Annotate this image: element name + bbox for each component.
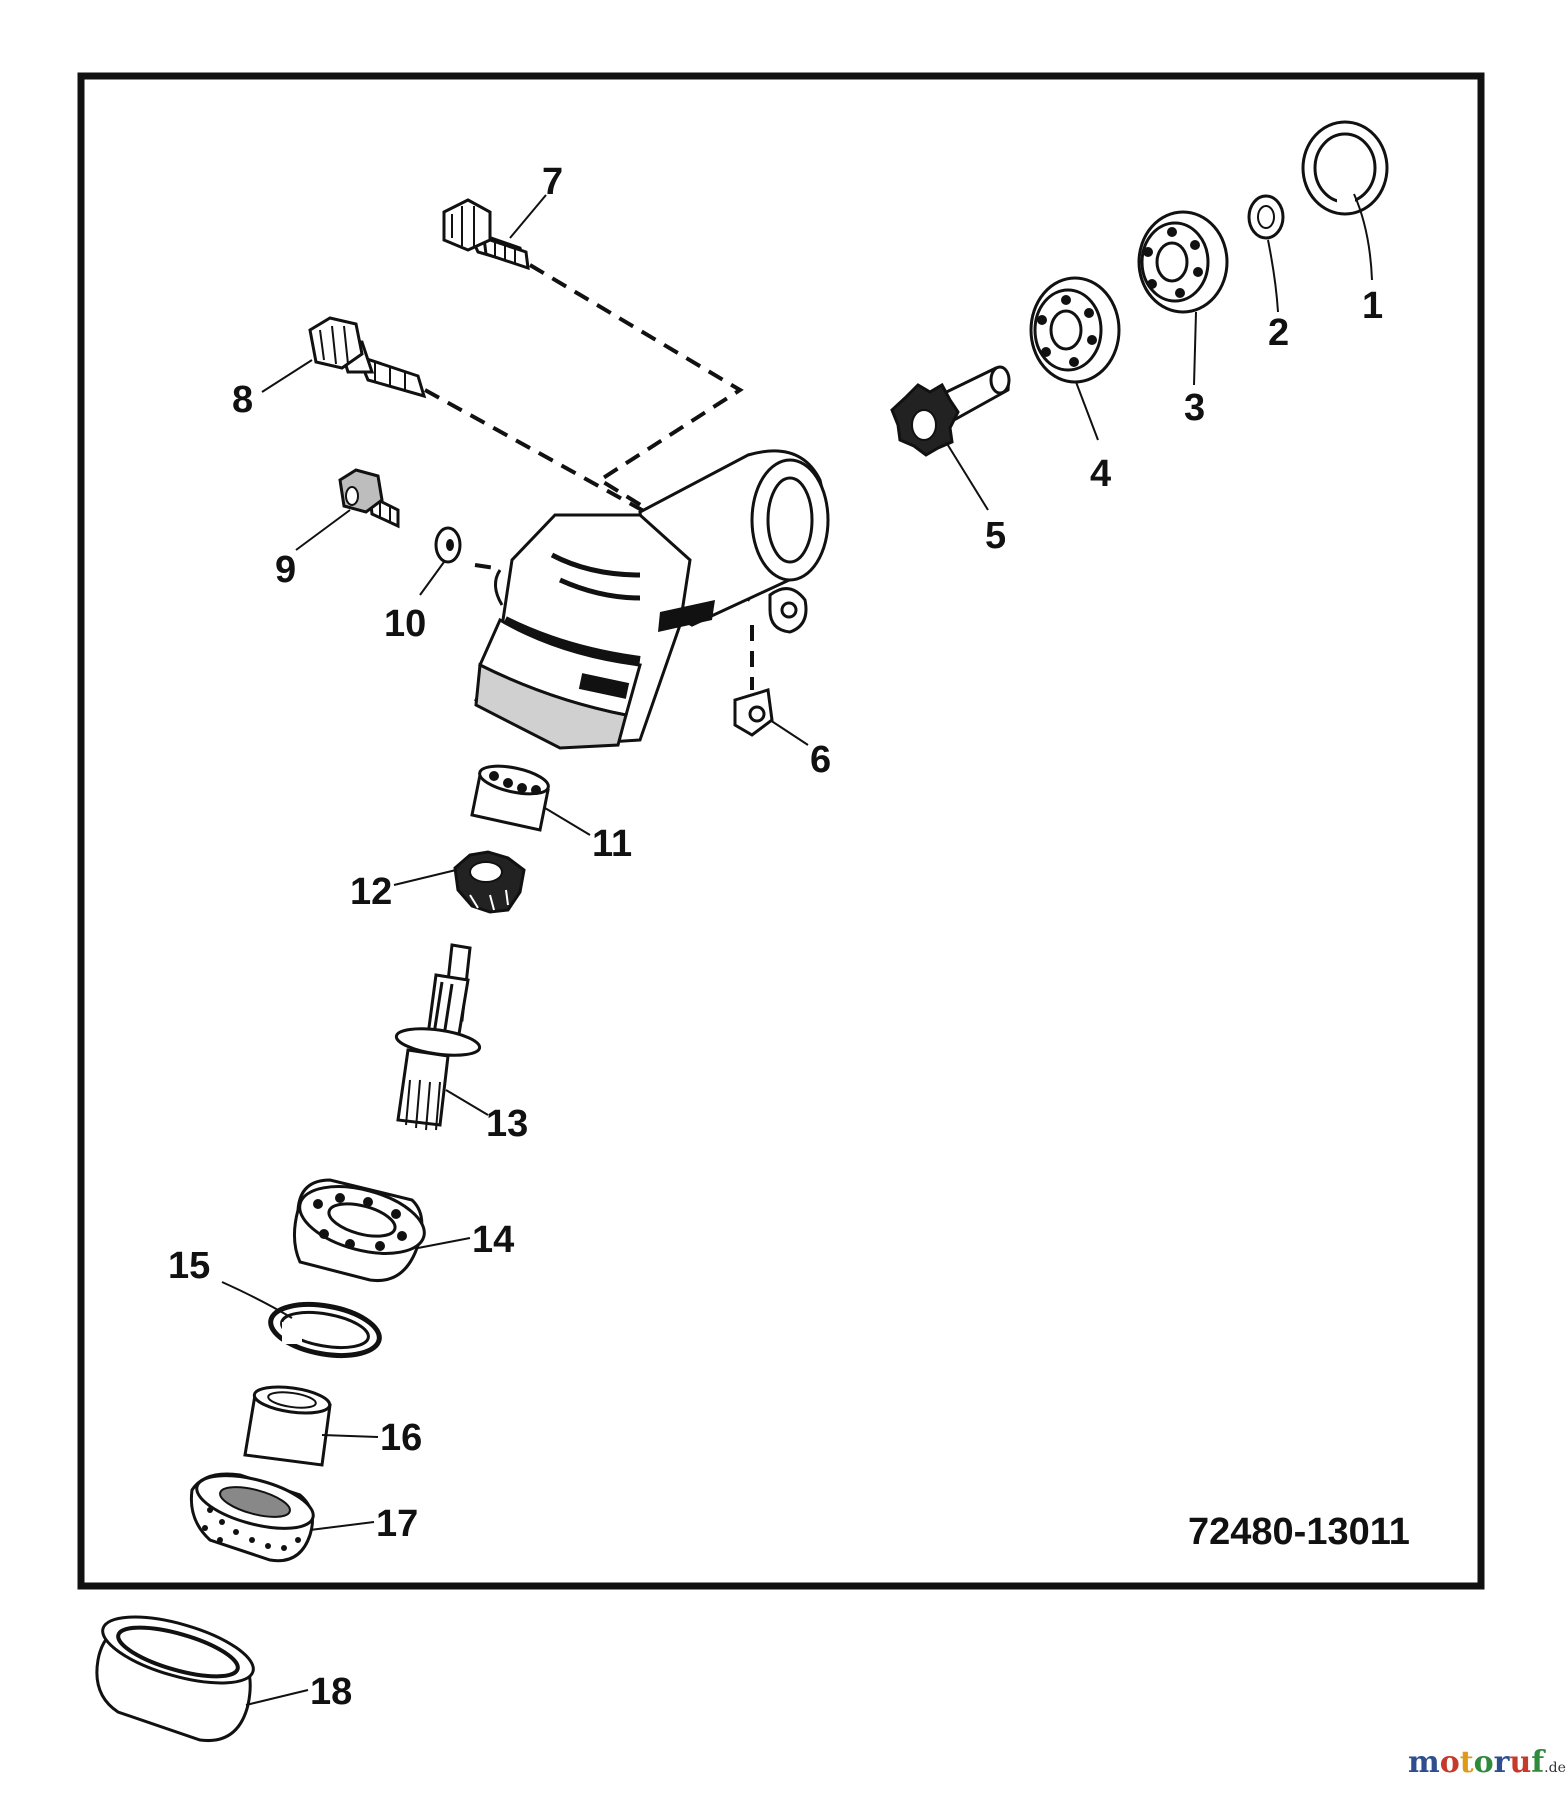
callout-16: 16 <box>380 1417 422 1459</box>
part-5-pinion-shaft <box>890 365 1011 457</box>
part-7-bolt <box>442 198 530 271</box>
part-2-small-ring <box>1247 194 1285 240</box>
callout-10: 10 <box>384 603 426 645</box>
watermark-logo: motoruf.de <box>1408 1745 1566 1780</box>
watermark-letter: o <box>1440 1745 1460 1780</box>
part-3-ball-bearing <box>1137 210 1229 314</box>
part-13-output-shaft <box>394 943 482 1131</box>
callout-7: 7 <box>542 161 563 203</box>
callout-18: 18 <box>310 1671 352 1713</box>
callout-11: 11 <box>592 823 632 865</box>
callout-labels: 1 2 3 4 5 6 7 8 9 10 11 12 13 14 15 16 1… <box>168 161 1383 1713</box>
callout-12: 12 <box>350 871 392 913</box>
callout-6: 6 <box>810 739 831 781</box>
watermark-suffix: .de <box>1544 1760 1566 1776</box>
callout-9: 9 <box>275 549 296 591</box>
callout-leaders <box>221 193 1373 1706</box>
callout-8: 8 <box>232 379 253 421</box>
callout-13: 13 <box>486 1103 528 1145</box>
part-6-plate-nut <box>733 688 774 737</box>
diagram-frame <box>77 72 1485 1590</box>
watermark-letter: m <box>1408 1745 1440 1780</box>
watermark-letter: t <box>1460 1745 1474 1780</box>
part-4-ball-bearing <box>1029 276 1121 384</box>
part-12-bevel-gear <box>453 850 526 914</box>
watermark-letter: f <box>1531 1745 1546 1780</box>
callout-14: 14 <box>472 1219 514 1261</box>
callout-17: 17 <box>376 1503 418 1545</box>
part-1-circlip <box>1301 120 1389 216</box>
callout-2: 2 <box>1268 312 1289 354</box>
diagram-part-number: 72480-13011 <box>1188 1511 1410 1553</box>
part-8-bolt <box>308 316 427 399</box>
watermark-letter: u <box>1509 1745 1531 1780</box>
part-10-washer <box>434 526 462 564</box>
callout-3: 3 <box>1184 387 1205 429</box>
part-11-needle-bearing <box>470 764 550 832</box>
part-15-circlip <box>268 1302 382 1358</box>
callout-15: 15 <box>168 1245 210 1287</box>
watermark-letter: o <box>1474 1745 1494 1780</box>
callout-4: 4 <box>1090 453 1111 495</box>
part-17-roller-bearing <box>189 1472 315 1563</box>
watermark-letter: r <box>1494 1745 1511 1780</box>
part-16-spacer-sleeve <box>243 1385 332 1467</box>
callout-5: 5 <box>985 515 1006 557</box>
part-18-bearing-cup <box>95 1615 255 1743</box>
gear-housing <box>474 449 830 750</box>
part-14-ball-bearing <box>293 1178 426 1283</box>
callout-1: 1 <box>1362 285 1383 327</box>
part-9-hex-screw <box>338 468 400 529</box>
